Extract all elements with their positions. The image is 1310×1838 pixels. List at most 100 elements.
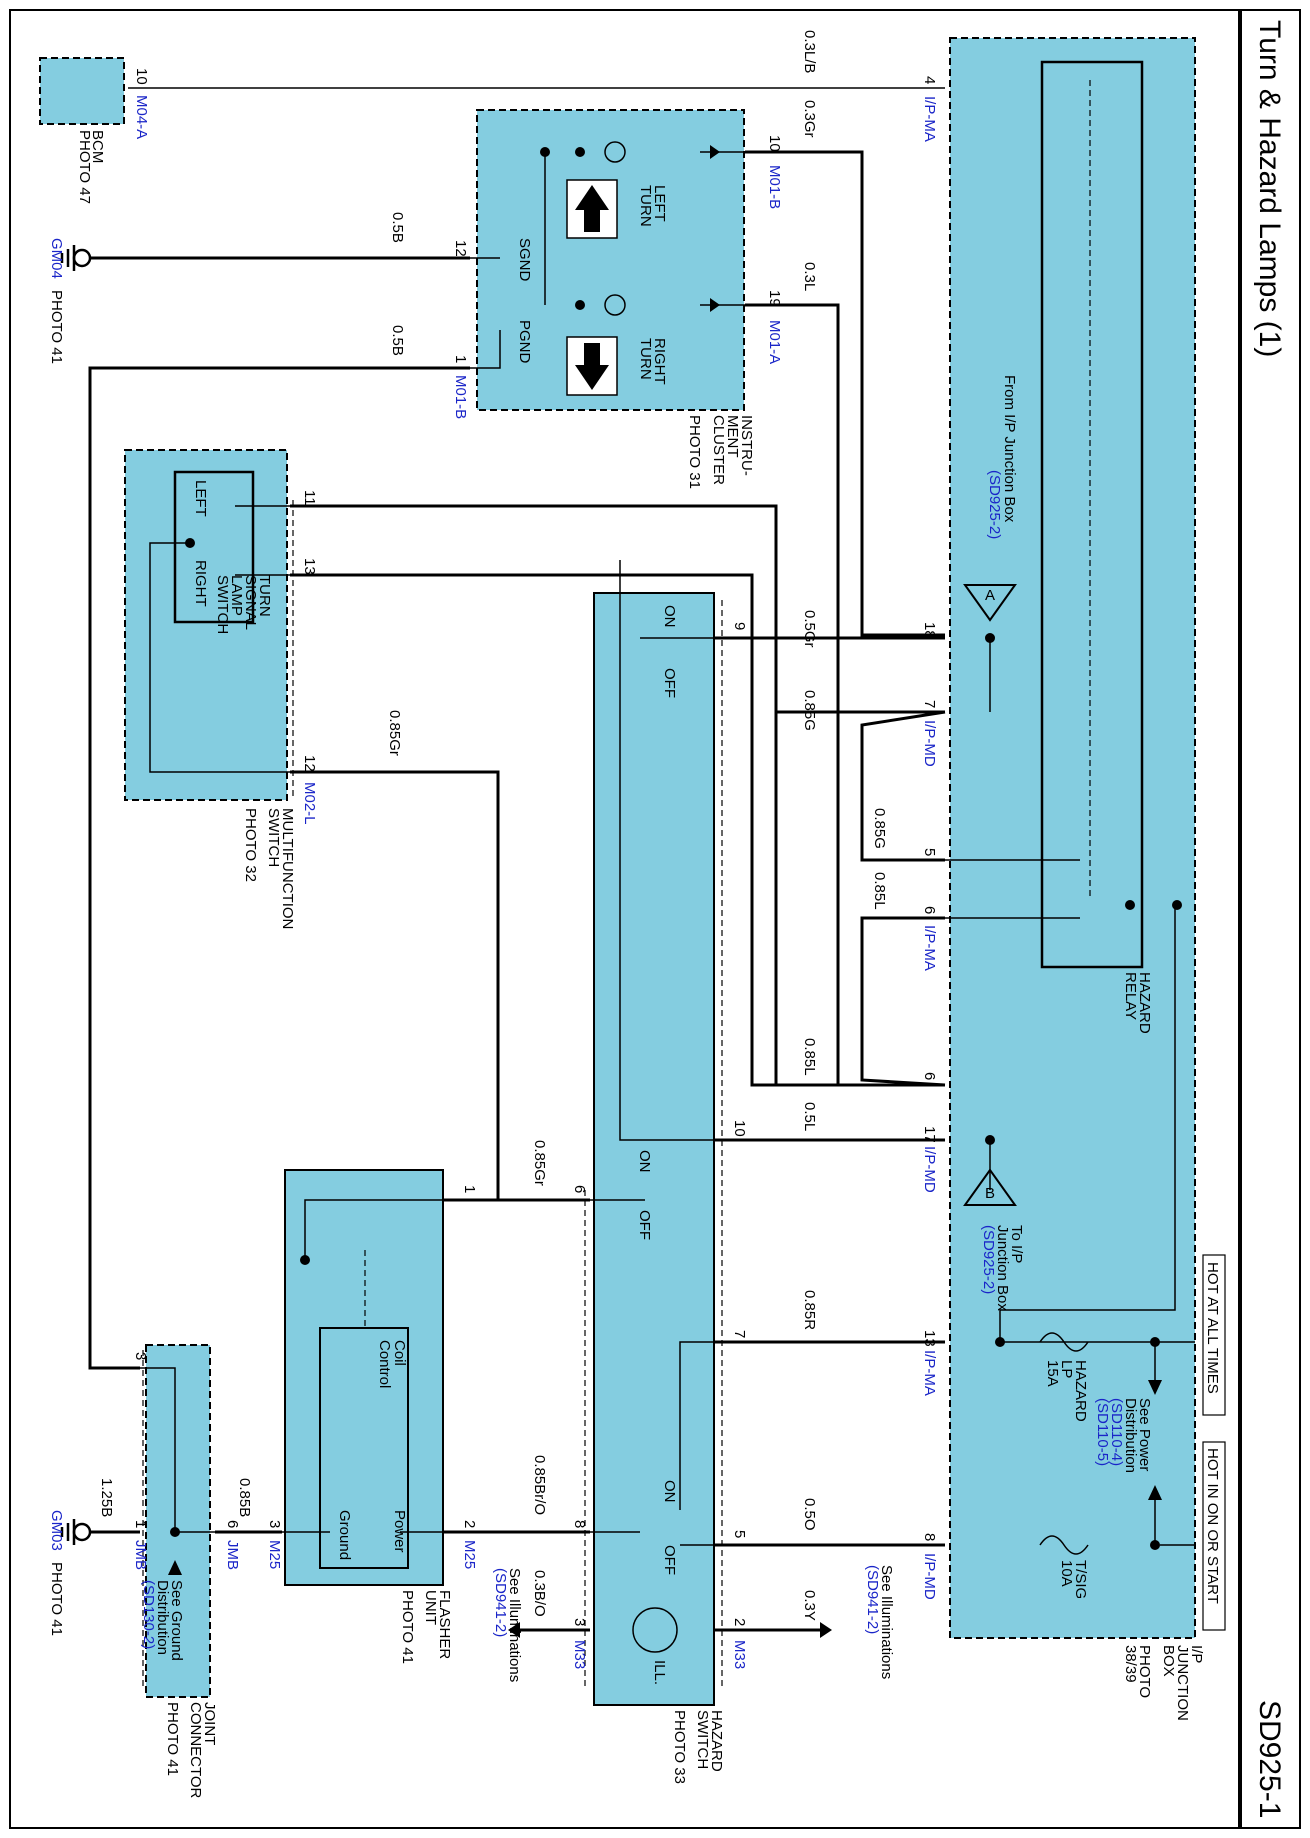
cluster-photo: PHOTO 31 [686,415,703,489]
junction-dots [170,147,1182,1550]
lamp-icon [632,1607,678,1653]
wire-label: 0.85G [871,808,888,849]
wire-label: 0.85Gr [386,710,403,756]
wire-label: 0.3L/B [801,30,818,73]
pin-label: 8 [921,1533,938,1541]
pin-label: 6 [921,1072,938,1080]
coil-label: Coil [391,1340,408,1366]
tsls-label: SIGNAL [242,575,259,630]
wire-label: 0.85R [801,1290,818,1330]
joint-name: JOINT [201,1702,218,1745]
arrow-up-icon [1148,1485,1162,1500]
bcm-box [39,57,125,125]
wire-label: 0.85L [801,1038,818,1076]
arrow-down-icon [575,343,609,390]
switch-off-label: OFF [661,668,678,698]
pin-label: 18 [921,622,938,639]
hazard-switch-photo: PHOTO 33 [671,1710,688,1784]
tsls-label: TURN [256,575,273,617]
pin-label: 1 [132,1520,149,1528]
switch-on-label: ON [636,1150,653,1173]
ipjb-name: BOX [1160,1645,1177,1677]
connector-b-label: B [985,1185,995,1202]
pgnd-label: PGND [516,320,533,364]
pin-label: 7 [921,700,938,708]
ipjb-name: I/P [1188,1645,1205,1663]
connector-label: JMB [224,1540,241,1570]
connector-label: I/P-MD [921,720,938,767]
connector-label: I/P-MA [921,925,938,971]
pin-label: 5 [731,1530,748,1538]
ground-label: Ground [336,1510,353,1560]
fuse-label: 15A [1044,1360,1061,1387]
joint-photo: PHOTO 41 [164,1702,181,1776]
arrow-right-icon [820,1622,832,1638]
mfs-name: MULTIFUNCTION [279,808,296,929]
cluster-name: CLUSTER [710,415,727,485]
cluster-name: MENT [724,415,741,458]
ipjb-name: JUNCTION [1174,1645,1191,1721]
ipjb-photo: PHOTO [1136,1645,1153,1698]
pin-label: 3 [571,1618,588,1626]
joint-name: CONNECTOR [187,1702,204,1799]
wire-label: 0.5O [801,1498,818,1531]
see-power-ref: (SD110-5) [1094,1398,1111,1466]
wire-label: 0.5Gr [801,610,818,648]
led-icon [604,141,720,316]
connector-label: M01-A [766,320,783,364]
left-label: LEFT [192,480,209,517]
wire-label: 0.85Gr [531,1140,548,1186]
pin-label: 13 [921,1330,938,1347]
pin-label: 3 [132,1352,149,1360]
flasher-name: FLASHER [436,1590,453,1659]
fuse-label: HAZARD [1072,1360,1089,1422]
relay-name: RELAY [1122,972,1139,1020]
wire-label: 0.5B [389,212,406,243]
connector-a-label: A [985,587,995,604]
mfs-name: SWITCH [265,808,282,867]
mfs-photo: PHOTO 32 [242,808,259,882]
wire-label: 0.85L [871,872,888,910]
see-ground-label: See Ground [168,1580,185,1661]
pin-label: 1 [461,1185,478,1193]
pin-label: 17 [921,1126,938,1143]
pin-label: 1 [452,355,469,363]
tsls-label: SWITCH [214,575,231,634]
gm04-label: GM04 [48,238,65,279]
gm04-photo: PHOTO 41 [48,290,65,364]
see-power-label: Distribution [1122,1398,1139,1473]
see-power-label: See Power [1136,1398,1153,1471]
page-frame [9,9,1301,1829]
pin-label: 12 [301,755,318,772]
wire-label: 0.5L [801,1102,818,1131]
wire-label: 0.85B [236,1478,253,1517]
see-power-ref: (SD110-4) [1108,1398,1125,1466]
switch-off-label: OFF [636,1210,653,1240]
see-illum-label: See Illuminations [506,1568,523,1682]
hot-on-box [1202,1441,1226,1631]
switch-on-label: ON [661,1480,678,1503]
right-label: RIGHT [192,560,209,607]
gm03-label: GM03 [48,1510,65,1551]
bcm-name: BCM [89,130,106,163]
bcm-photo: PHOTO 47 [76,130,93,204]
power-label: Power [391,1510,408,1553]
hot-on-label: HOT IN ON OR START [1204,1448,1221,1604]
flasher-coil-frame [319,1327,409,1569]
labels: BCM PHOTO 47 M04-A 10 0.3L/B 0.3Gr 0.3L … [48,30,1226,1799]
connector-label: JMB [132,1540,149,1570]
ground-icon [60,1519,92,1545]
connector-b-icon [963,1168,1017,1206]
turn-signal-lamp-switch [173,470,255,624]
flasher-unit [284,1169,444,1586]
pin-label: 2 [731,1618,748,1626]
tsls-label: LAMP [228,575,245,616]
ipjb-photo: 38/39 [1122,1645,1139,1683]
pin-label: 13 [301,558,318,575]
fuse-label: LP [1058,1360,1075,1378]
arrow-left-icon [508,1622,520,1638]
to-label: To I/P [1008,1225,1025,1263]
wires [80,80,1195,1690]
connector-label: I/P-MA [921,1350,938,1396]
